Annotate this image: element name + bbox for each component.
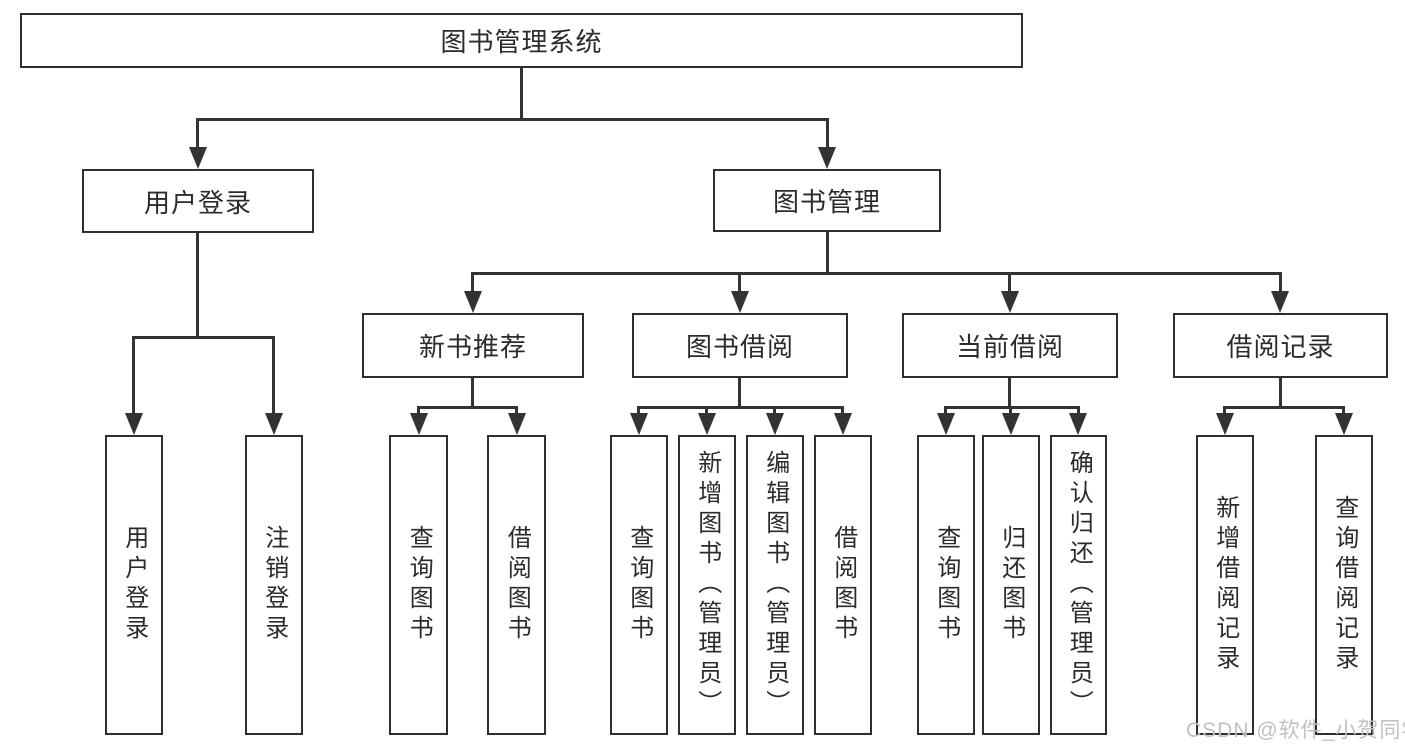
- arrow-down-marker: [464, 291, 482, 313]
- connector-line: [773, 406, 776, 416]
- node-current-borrowing: 当前借阅: [902, 313, 1118, 378]
- connector-line: [738, 378, 741, 408]
- node-book-borrowing: 图书借阅: [632, 313, 848, 378]
- node-library-management-system: 图书管理系统: [20, 13, 1023, 68]
- connector-line: [1223, 406, 1345, 409]
- csdn-watermark: CSDN @软件_小贺同学: [1186, 719, 1405, 742]
- arrow-down-marker: [1002, 413, 1020, 435]
- arrow-down-marker: [818, 147, 836, 169]
- connector-line: [944, 406, 1080, 409]
- connector-line: [944, 406, 947, 416]
- node-user-login-action: 用户登录: [105, 435, 163, 735]
- connector-line: [132, 336, 275, 339]
- connector-line: [738, 272, 741, 294]
- node-return-books: 归还图书: [982, 435, 1040, 735]
- node-book-management: 图书管理: [713, 169, 941, 232]
- connector-line: [705, 406, 708, 416]
- node-borrow-books-recommend: 借阅图书: [487, 435, 546, 735]
- arrow-down-marker: [410, 413, 428, 435]
- connector-line: [132, 336, 135, 416]
- node-new-book-recommendation: 新书推荐: [362, 313, 584, 378]
- connector-line: [637, 406, 640, 416]
- arrow-down-marker: [1069, 413, 1087, 435]
- connector-line: [1279, 272, 1282, 294]
- arrow-down-marker: [731, 291, 749, 313]
- connector-line: [515, 406, 518, 416]
- connector-line: [1223, 406, 1226, 416]
- connector-line: [196, 118, 829, 121]
- node-confirm-return-admin: 确认归还（管理员）: [1050, 435, 1107, 735]
- node-borrow-books: 借阅图书: [814, 435, 872, 735]
- arrow-down-marker: [265, 413, 283, 435]
- connector-line: [1279, 378, 1282, 408]
- connector-line: [1008, 378, 1011, 408]
- node-add-borrow-record: 新增借阅记录: [1196, 435, 1254, 735]
- arrow-down-marker: [766, 413, 784, 435]
- connector-line: [637, 406, 844, 409]
- arrow-down-marker: [1216, 413, 1234, 435]
- connector-line: [196, 233, 199, 336]
- connector-line: [1009, 406, 1012, 416]
- arrow-down-marker: [508, 413, 526, 435]
- arrow-down-marker: [1271, 291, 1289, 313]
- connector-line: [826, 118, 829, 151]
- connector-line: [471, 272, 474, 294]
- arrow-down-marker: [189, 147, 207, 169]
- connector-line: [272, 336, 275, 416]
- connector-line: [841, 406, 844, 416]
- connector-line: [520, 68, 523, 120]
- arrow-down-marker: [698, 413, 716, 435]
- connector-line: [417, 406, 518, 409]
- node-query-books-current: 查询图书: [917, 435, 975, 735]
- connector-line: [196, 118, 199, 151]
- node-query-books-borrowing: 查询图书: [610, 435, 668, 735]
- node-query-borrow-record: 查询借阅记录: [1315, 435, 1373, 735]
- connector-line: [417, 406, 420, 416]
- connector-line: [826, 232, 829, 275]
- node-borrowing-records: 借阅记录: [1173, 313, 1388, 378]
- arrow-down-marker: [1001, 291, 1019, 313]
- arrow-down-marker: [1335, 413, 1353, 435]
- arrow-down-marker: [834, 413, 852, 435]
- node-edit-book-admin: 编辑图书（管理员）: [746, 435, 804, 735]
- node-add-book-admin: 新增图书（管理员）: [678, 435, 736, 735]
- arrow-down-marker: [125, 413, 143, 435]
- arrow-down-marker: [937, 413, 955, 435]
- node-logout: 注销登录: [245, 435, 303, 735]
- connector-line: [1342, 406, 1345, 416]
- arrow-down-marker: [630, 413, 648, 435]
- connector-line: [1008, 272, 1011, 294]
- connector-line: [471, 378, 474, 408]
- node-query-books-recommend: 查询图书: [389, 435, 448, 735]
- connector-line: [1077, 406, 1080, 416]
- node-user-login: 用户登录: [82, 169, 314, 233]
- connector-line: [471, 272, 1282, 275]
